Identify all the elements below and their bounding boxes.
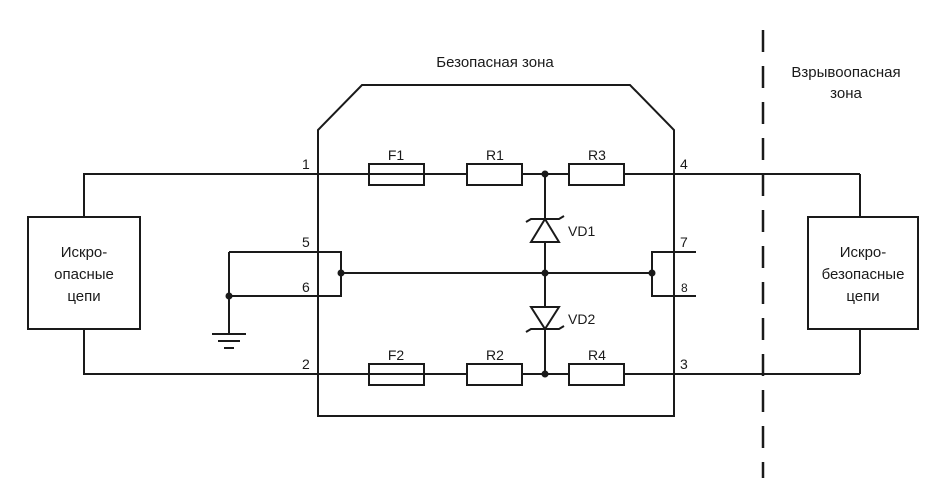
right-box-label-line3: цепи [846,288,879,305]
hazard-zone-label-line1: Взрывоопасная [791,64,900,81]
pin-7-label: 7 [680,234,688,250]
pins-5-6-bracket [229,251,342,297]
pin-4-label: 4 [680,156,688,172]
left-circuit-box [27,216,141,330]
zener-diode-vd1 [529,217,561,243]
pin-8-label: 8 [681,281,688,295]
pin-3-label: 3 [680,356,688,372]
zener-diode-vd2-cathode [525,325,565,333]
resistor-r1-label: R1 [486,147,504,163]
resistor-r3-label: R3 [588,147,606,163]
junction-dot-ground [225,292,233,300]
top-wire-left [83,173,318,217]
junction-dot-middle [541,269,549,277]
junction-dot-left-bus [337,269,345,277]
resistor-r3 [568,163,625,186]
pin-6-label: 6 [302,279,310,295]
resistor-r2-label: R2 [486,347,504,363]
resistor-r1 [466,163,523,186]
hazard-zone-label-line2: зона [830,85,862,102]
left-box-label-line3: цепи [67,288,100,305]
resistor-r4 [568,363,625,386]
resistor-r2 [466,363,523,386]
junction-dot-bottom [541,370,549,378]
fuse-f1-label: F1 [388,147,405,163]
right-box-label-line1: Искро- [840,244,887,261]
junction-dot-right-bus [648,269,656,277]
barrier-enclosure [317,84,675,417]
fuse-f2-label: F2 [388,347,405,363]
right-box-label-line2: безопасные [822,266,905,283]
pin-2-label: 2 [302,356,310,372]
right-circuit-box [807,216,919,330]
pin-5-label: 5 [302,234,310,250]
diode-vd1-label: VD1 [568,223,595,239]
pin-1-label: 1 [302,156,310,172]
junction-dot-top [541,170,549,178]
left-box-label-line1: Искро- [61,244,108,261]
zener-diode-vd2 [529,306,561,331]
bottom-wire-left [83,329,318,375]
diode-vd2-label: VD2 [568,311,595,327]
safe-zone-label: Безопасная зона [436,54,554,71]
zener-diode-vd1-cathode [525,215,565,223]
left-box-label-line2: опасные [54,266,114,283]
resistor-r4-label: R4 [588,347,606,363]
